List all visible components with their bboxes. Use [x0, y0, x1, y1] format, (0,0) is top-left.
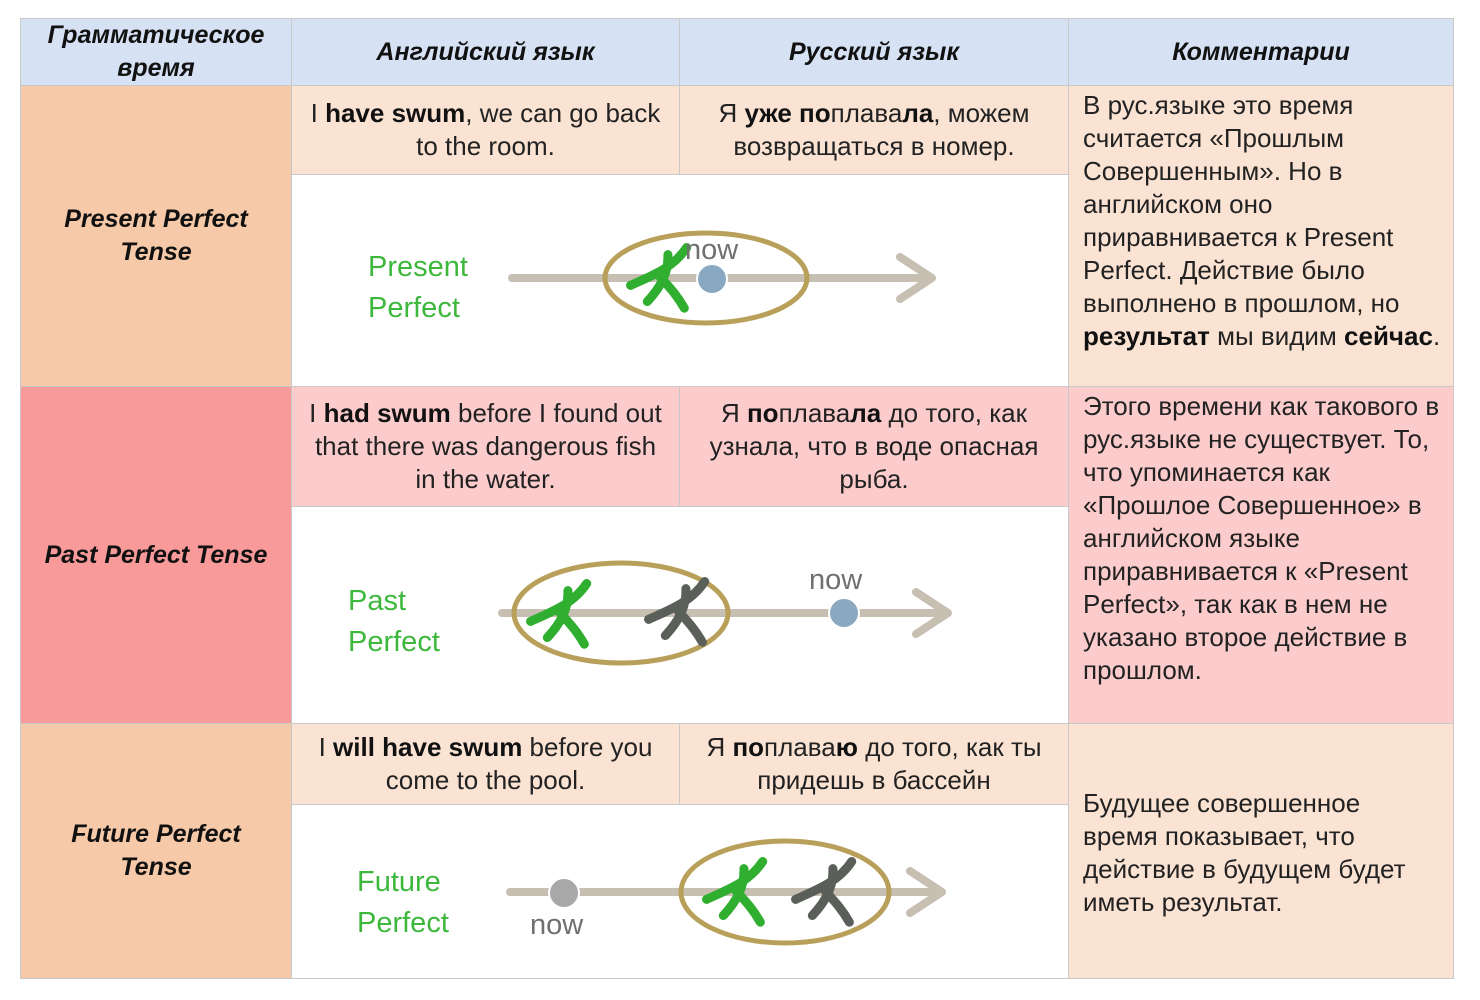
- now-dot: [548, 877, 580, 909]
- russian-example: Я поплавала до того, как узнала, что в в…: [679, 386, 1069, 507]
- header-english-label: Английский язык: [376, 37, 595, 66]
- tense-label: Present Perfect Tense: [64, 205, 248, 266]
- timeline-arrowhead: [906, 867, 946, 917]
- emphasis-text: ю: [835, 732, 858, 762]
- text-run: Этого времени как такового в рус.языке н…: [1083, 391, 1440, 685]
- header-english: Английский язык: [291, 18, 680, 86]
- emphasis-text: will have swum: [333, 732, 523, 762]
- diagram-label-line1: Past: [348, 585, 407, 617]
- timeline-graphic: [508, 230, 936, 326]
- emphasis-text: уже по: [744, 98, 831, 128]
- emphasis-text: по: [746, 398, 779, 428]
- tense-label: Future Perfect Tense: [71, 820, 241, 881]
- russian-text: Я уже поплавала, можем возвращаться в но…: [690, 97, 1058, 163]
- russian-text: Я поплаваю до того, как ты придешь в бас…: [690, 731, 1058, 797]
- comment-cell: Будущее совершенное время показывает, чт…: [1068, 723, 1454, 979]
- text-run: плава: [778, 398, 851, 428]
- timeline-arrowhead: [912, 588, 952, 638]
- emphasis-text: по: [732, 732, 765, 762]
- result-ellipse: [602, 230, 810, 326]
- text-run: Я: [720, 398, 747, 428]
- russian-example: Я поплаваю до того, как ты придешь в бас…: [679, 723, 1069, 805]
- text-run: before I found out that there was danger…: [314, 398, 662, 494]
- second-action-star-icon: [791, 857, 857, 927]
- text-run: , we can go back to the room.: [416, 98, 661, 161]
- russian-text: Я поплавала до того, как узнала, что в в…: [690, 397, 1058, 496]
- text-run: Будущее совершенное время показывает, чт…: [1083, 787, 1406, 917]
- timeline-graphic: [506, 838, 946, 946]
- header-comments: Комментарии: [1068, 18, 1454, 86]
- timeline-arrowhead: [896, 253, 936, 303]
- tense-future-perfect: Future Perfect Tense: [20, 723, 292, 979]
- diagram-label-line2: Perfect: [357, 907, 449, 939]
- now-label: now: [809, 564, 863, 596]
- text-run: I: [309, 398, 324, 428]
- tense-past-perfect: Past Perfect Tense: [20, 386, 292, 724]
- timeline-diagram: Past Perfect now: [291, 506, 1069, 724]
- result-ellipse: [678, 838, 892, 946]
- now-label: now: [530, 909, 584, 941]
- text-run: Я: [718, 98, 745, 128]
- emphasis-text: сейчас: [1344, 321, 1433, 351]
- english-text: I have swum, we can go back to the room.: [302, 97, 669, 163]
- text-run: до того, как ты придешь в бассейн: [757, 732, 1042, 795]
- text-run: плава: [764, 732, 836, 762]
- header-comments-label: Комментарии: [1172, 37, 1350, 66]
- text-run: .: [1432, 321, 1441, 351]
- now-dot: [696, 263, 728, 295]
- russian-example: Я уже поплавала, можем возвращаться в но…: [679, 85, 1069, 175]
- diagram-label: Present Perfect: [368, 247, 468, 329]
- timeline-graphic: [498, 560, 952, 666]
- comment-cell: В рус.языке это время считается «Прошлым…: [1068, 85, 1454, 387]
- text-run: before you come to the pool.: [385, 732, 653, 795]
- first-action-star-icon: [526, 579, 592, 649]
- timeline-diagram: Present Perfect now: [291, 174, 1069, 387]
- header-tense: Грамматическое время: [20, 18, 292, 86]
- emphasis-text: ла: [850, 398, 882, 428]
- text-run: до того, как узнала, что в воде опасная …: [709, 398, 1039, 494]
- english-example: I have swum, we can go back to the room.: [291, 85, 680, 175]
- action-star-icon: [626, 243, 692, 313]
- comment-text: Этого времени как такового в рус.языке н…: [1083, 391, 1439, 685]
- timeline-diagram: Future Perfect now: [291, 804, 1069, 979]
- diagram-label-line2: Perfect: [368, 292, 460, 324]
- tense-present-perfect: Present Perfect Tense: [20, 85, 292, 387]
- text-run: плава: [830, 98, 903, 128]
- emphasis-text: had swum: [323, 398, 451, 428]
- english-example: I had swum before I found out that there…: [291, 386, 680, 507]
- english-text: I will have swum before you come to the …: [302, 731, 669, 797]
- header-tense-label: Грамматическое время: [47, 21, 265, 82]
- text-run: , можем возвращаться в номер.: [733, 98, 1030, 161]
- now-dot: [828, 597, 860, 629]
- diagram-label-line1: Present: [368, 251, 468, 283]
- comment-text: В рус.языке это время считается «Прошлым…: [1083, 90, 1440, 351]
- diagram-label: Past Perfect: [348, 581, 440, 663]
- emphasis-text: ла: [902, 98, 934, 128]
- header-russian-label: Русский язык: [788, 37, 960, 66]
- text-run: I: [318, 732, 334, 762]
- diagram-label: Future Perfect: [357, 862, 449, 944]
- header-russian: Русский язык: [679, 18, 1069, 86]
- english-text: I had swum before I found out that there…: [302, 397, 669, 496]
- result-ellipse: [511, 560, 731, 666]
- text-run: мы видим: [1209, 321, 1345, 351]
- tense-label: Past Perfect Tense: [44, 540, 268, 569]
- comment-text: Будущее совершенное время показывает, чт…: [1083, 787, 1441, 919]
- text-run: В рус.языке это время считается «Прошлым…: [1083, 90, 1400, 318]
- text-run: Я: [706, 732, 733, 762]
- diagram-label-line1: Future: [357, 866, 441, 898]
- emphasis-text: результат: [1083, 321, 1210, 351]
- diagram-label-line2: Perfect: [348, 626, 440, 658]
- emphasis-text: have swum: [325, 98, 466, 128]
- first-action-star-icon: [702, 857, 768, 927]
- english-example: I will have swum before you come to the …: [291, 723, 680, 805]
- second-action-star-icon: [644, 577, 710, 647]
- text-run: I: [310, 98, 326, 128]
- now-label: now: [685, 234, 739, 266]
- comment-cell: Этого времени как такового в рус.языке н…: [1068, 386, 1454, 724]
